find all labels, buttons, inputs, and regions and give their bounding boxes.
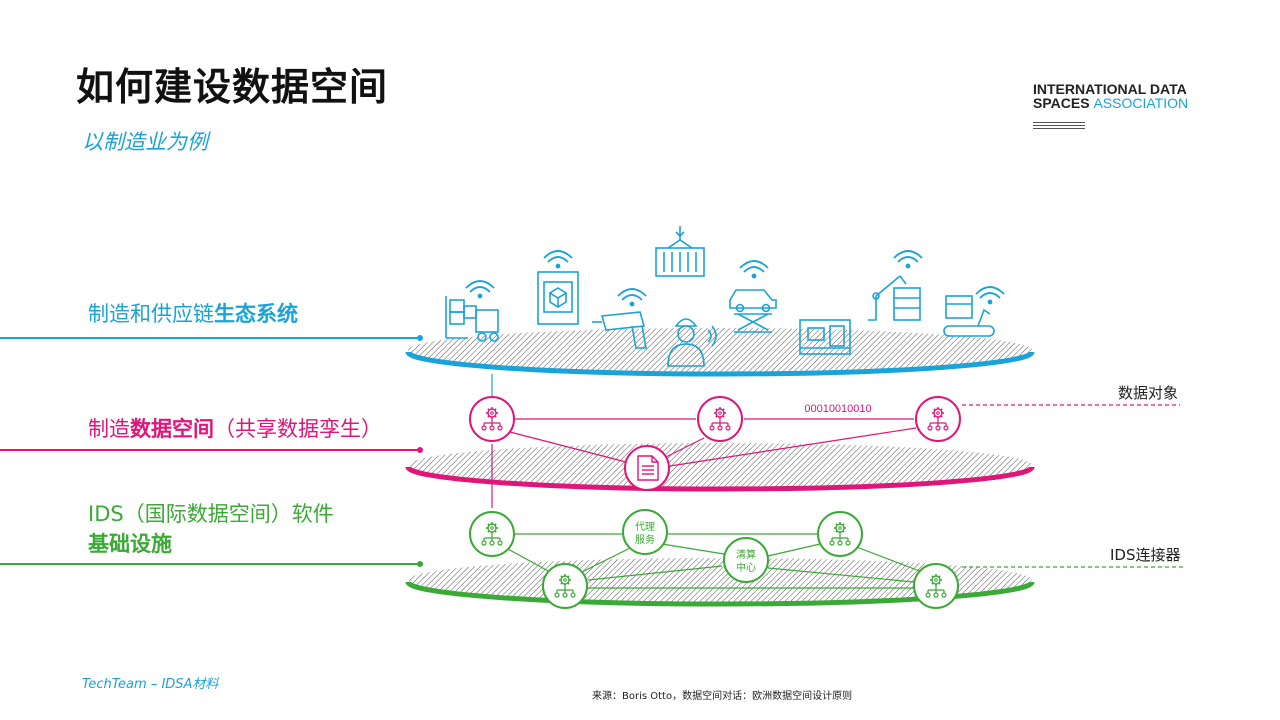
ids-connector-label: IDS连接器: [1110, 546, 1181, 564]
ecosystem-label-bold: 生态系统: [214, 302, 298, 326]
robot-arm-container-icon: [868, 275, 921, 321]
clearing-line-1: 清算: [736, 548, 756, 561]
wifi-icon-forklift: [465, 280, 495, 299]
worker-icon: [667, 318, 717, 367]
wifi-icon-robot: [893, 250, 923, 269]
logo-association: ASSOCIATION: [1093, 95, 1189, 111]
dataspace-platform-rim: [405, 466, 1035, 492]
ids-link-clearing-d: [767, 567, 915, 583]
logo-underline: [1033, 122, 1085, 131]
dataspace-leader-dot: [417, 447, 423, 453]
car-lift-icon: [729, 289, 777, 333]
forklift-icon: [445, 296, 499, 342]
cnc-machine-icon: [799, 319, 851, 355]
ids-label-line-2: 基础设施: [88, 532, 172, 556]
page-title: 如何建设数据空间: [76, 65, 389, 109]
ids-link-broker-clearing: [661, 543, 725, 555]
ids-link-b-d: [853, 545, 923, 573]
clearing-line-2: 中心: [736, 561, 756, 574]
drill-icon: [592, 311, 647, 349]
ecosystem-platform: [408, 328, 1032, 372]
ecosystem-label-prefix: 制造和供应链: [88, 302, 214, 326]
footer-techteam: TechTeam – IDSA材料: [82, 677, 219, 692]
bit-string: 00010010010: [804, 403, 871, 415]
wifi-icon-conveyor: [975, 286, 1005, 305]
clearing-house-node: [723, 537, 769, 583]
wifi-icon-printer: [543, 250, 573, 269]
ids-link-broker-c: [577, 547, 631, 575]
ecosystem-leader-dot: [417, 335, 423, 341]
dataspace-label: 制造数据空间（共享数据孪生）: [88, 413, 382, 443]
3d-printer-icon: [537, 271, 579, 325]
broker-line-2: 服务: [635, 533, 655, 546]
document-icon: [637, 455, 659, 481]
logo-spaces: SPACES: [1033, 95, 1090, 111]
broker-line-1: 代理: [635, 521, 655, 533]
wifi-icon-drill: [617, 288, 647, 307]
ids-leader-dot: [417, 561, 423, 567]
data-object-node: [624, 445, 670, 491]
page-subtitle: 以制造业为例: [82, 130, 208, 154]
logo-line-1: INTERNATIONAL DATA: [1033, 81, 1187, 97]
ids-link-clearing-c: [587, 565, 723, 581]
conveyor-package-icon: [943, 295, 995, 337]
idsa-logo: INTERNATIONAL DATA SPACES ASSOCIATION: [1033, 82, 1188, 110]
logo-line-2: SPACES ASSOCIATION: [1033, 96, 1188, 110]
dataspace-label-prefix: 制造: [88, 417, 130, 441]
container-crane-icon: [655, 226, 705, 277]
footer-source: 来源：Boris Otto，数据空间对话：欧洲数据空间设计原则: [592, 691, 853, 702]
dataspace-label-suffix: （共享数据孪生）: [214, 417, 382, 441]
ids-platform-rim: [405, 581, 1035, 607]
broker-service-node: [622, 509, 668, 555]
dataspace-link-3-doc: [669, 427, 917, 467]
dataspace-platform: [408, 443, 1032, 487]
data-objects-label: 数据对象: [1118, 384, 1179, 402]
dataspace-label-bold: 数据空间: [130, 417, 214, 441]
dataspace-link-2-doc: [663, 437, 705, 459]
wifi-icon-car: [739, 260, 769, 279]
ids-label-line-1: IDS（国际数据空间）软件: [88, 502, 334, 526]
ids-link-b-clearing: [767, 543, 821, 557]
ecosystem-platform-rim: [405, 351, 1035, 377]
ecosystem-label: 制造和供应链生态系统: [88, 298, 298, 328]
dataspace-link-1-doc: [509, 431, 627, 463]
ids-link-a-c: [505, 547, 551, 573]
